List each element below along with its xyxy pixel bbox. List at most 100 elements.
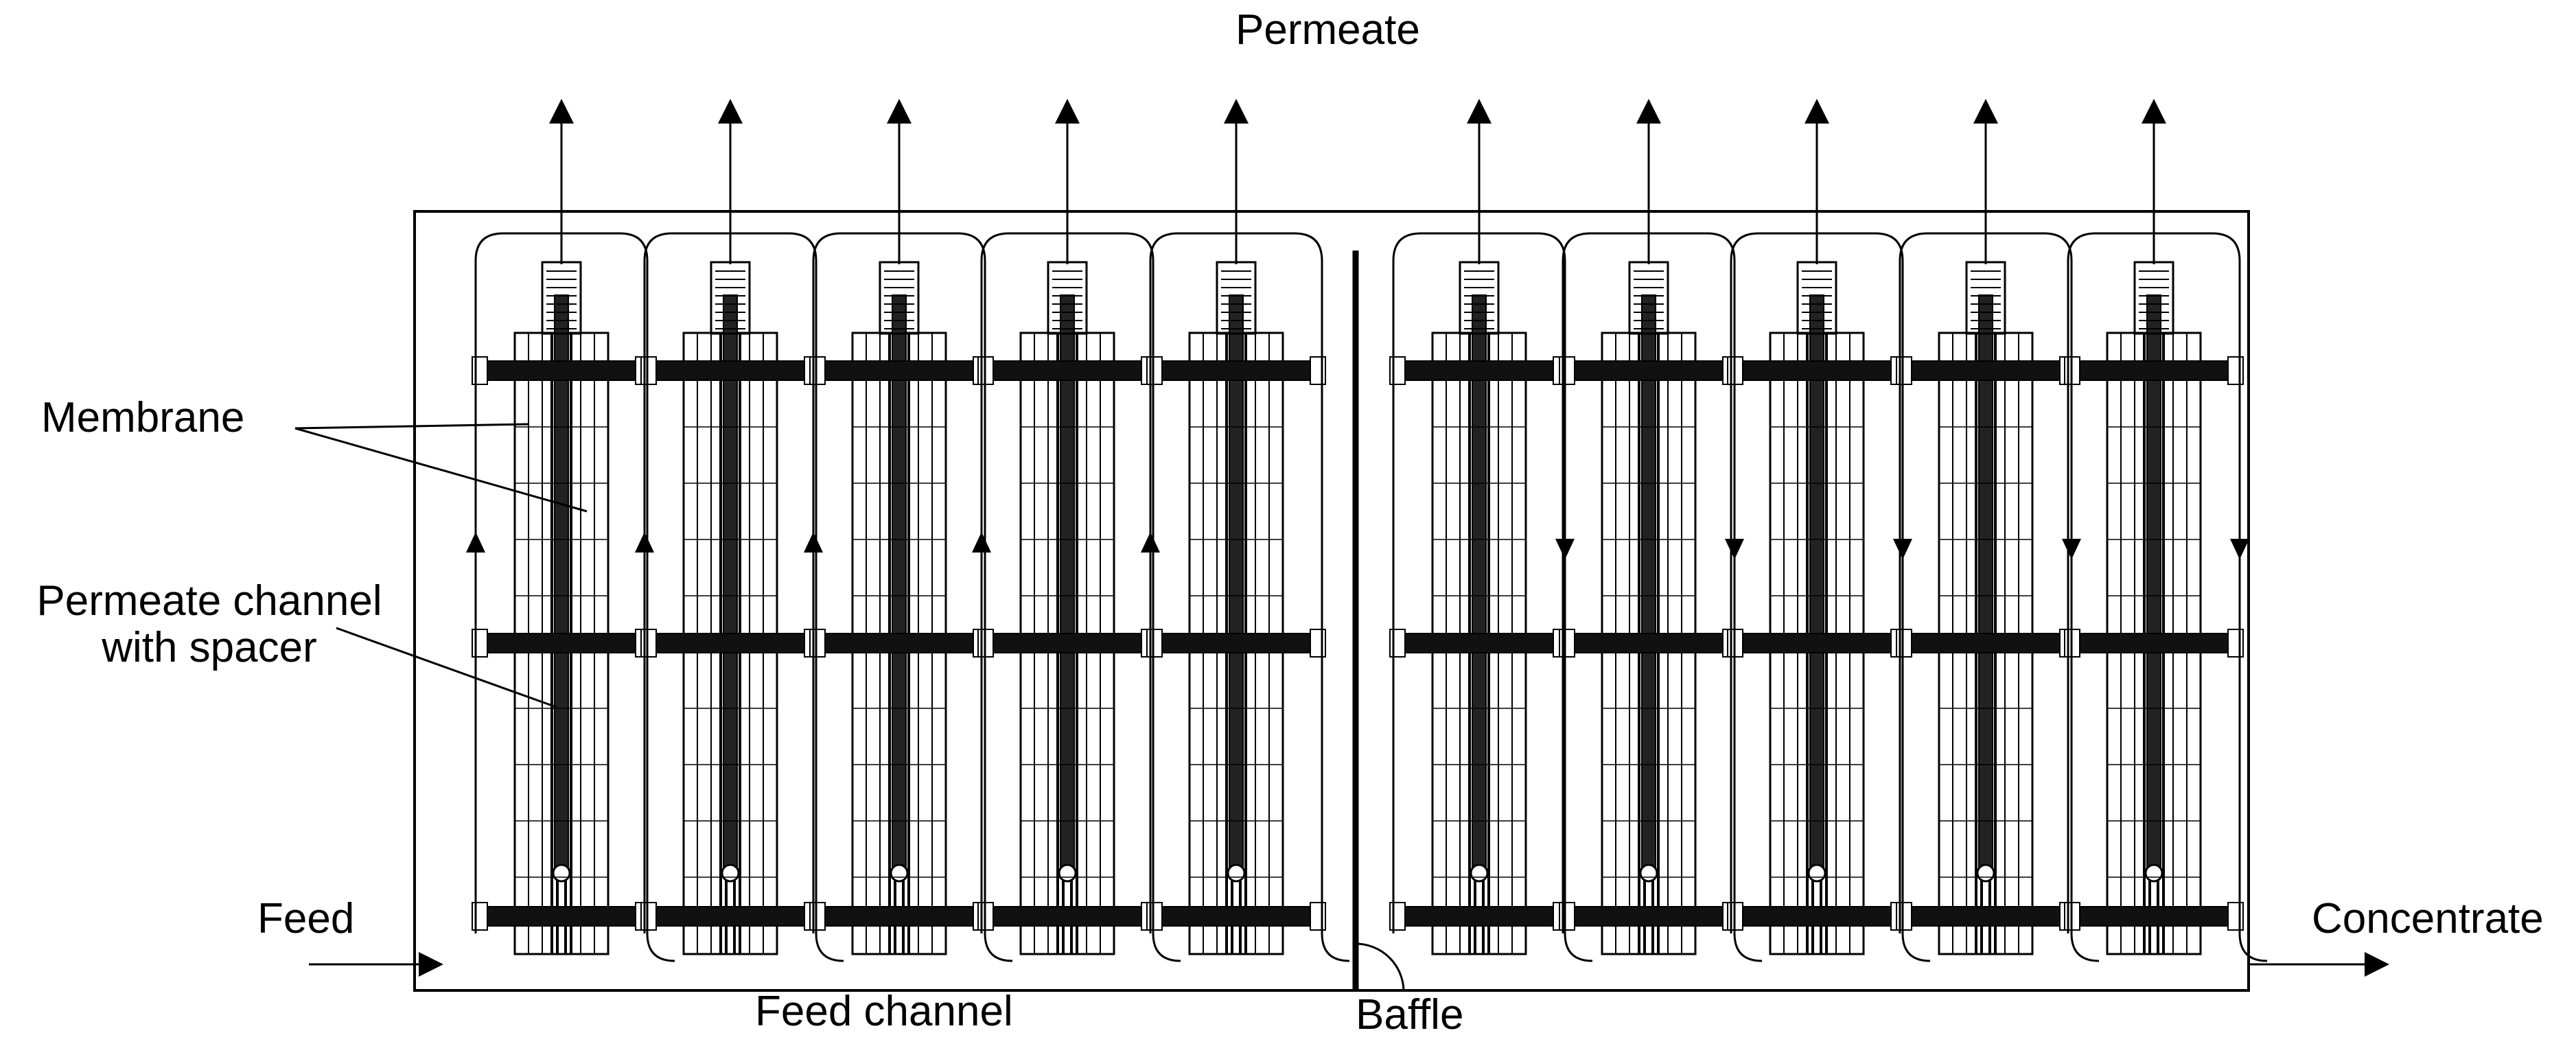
clamp-bolt bbox=[1559, 356, 1575, 385]
clamp-bolt bbox=[1146, 356, 1163, 385]
feed-flow-path bbox=[643, 232, 844, 962]
clamp-bar bbox=[1735, 360, 1899, 381]
feed-flow-path bbox=[474, 232, 675, 962]
clamp-bolt bbox=[1896, 902, 1912, 931]
membrane-label: Membrane bbox=[41, 394, 245, 441]
permeate-channel-label-line2: with spacer bbox=[102, 624, 317, 672]
permeate-channel-leader bbox=[336, 627, 557, 708]
membrane-module bbox=[2064, 99, 2244, 955]
membrane-end-cap bbox=[2144, 863, 2163, 883]
membrane-end-cap bbox=[721, 863, 740, 883]
clamp-bar bbox=[1904, 633, 2067, 653]
clamp-bar bbox=[1397, 633, 1561, 653]
membrane-core bbox=[2146, 294, 2161, 872]
clamp-bolt bbox=[809, 356, 826, 385]
baffle-corner-arc bbox=[1355, 942, 1405, 991]
feed-channel-label: Feed channel bbox=[755, 988, 1013, 1035]
membrane-module bbox=[1146, 99, 1326, 955]
clamp-bar bbox=[1567, 906, 1730, 927]
membrane-core bbox=[1060, 294, 1075, 872]
membrane-module bbox=[809, 99, 989, 955]
membrane-module bbox=[472, 99, 651, 955]
flow-down-arrow bbox=[1725, 539, 1744, 559]
membrane-end-cap bbox=[1639, 863, 1658, 883]
membrane-core bbox=[1641, 294, 1656, 872]
clamp-bar bbox=[480, 360, 643, 381]
feed-flow-path bbox=[812, 232, 1013, 962]
clamp-bar bbox=[986, 360, 1149, 381]
feed-flow-path bbox=[2067, 232, 2268, 962]
clamp-bolt bbox=[472, 356, 488, 385]
membrane-core bbox=[1472, 294, 1487, 872]
membrane-end-cap bbox=[1227, 863, 1246, 883]
concentrate-label: Concentrate bbox=[2312, 895, 2544, 942]
membrane-module bbox=[1389, 99, 1569, 955]
feed-flow-path bbox=[1899, 232, 2100, 962]
clamp-bar bbox=[1567, 360, 1730, 381]
flow-down-arrow bbox=[2062, 539, 2081, 559]
clamp-bar bbox=[986, 906, 1149, 927]
clamp-bolt bbox=[1896, 356, 1912, 385]
membrane-module bbox=[977, 99, 1157, 955]
clamp-bar bbox=[817, 360, 981, 381]
clamp-bar bbox=[649, 633, 812, 653]
flow-down-arrow bbox=[1555, 539, 1575, 559]
feed-flow-path bbox=[1730, 232, 1931, 962]
membrane-end-cap bbox=[1470, 863, 1489, 883]
baffle-label: Baffle bbox=[1356, 991, 1464, 1038]
clamp-bar bbox=[649, 906, 812, 927]
clamp-bolt bbox=[2227, 356, 2244, 385]
permeate-label: Permeate bbox=[1235, 6, 1420, 54]
clamp-bar bbox=[1735, 633, 1899, 653]
membrane-end-cap bbox=[1976, 863, 1995, 883]
clamp-bar bbox=[480, 906, 643, 927]
clamp-bolt bbox=[640, 902, 657, 931]
clamp-bar bbox=[2072, 633, 2236, 653]
clamp-bar bbox=[817, 906, 981, 927]
clamp-bar bbox=[1904, 360, 2067, 381]
membrane-end-cap bbox=[552, 863, 571, 883]
clamp-bolt bbox=[1389, 356, 1406, 385]
membrane-core bbox=[554, 294, 569, 872]
clamp-bolt bbox=[1310, 629, 1326, 658]
membrane-module bbox=[1896, 99, 2076, 955]
flow-down-arrow bbox=[2230, 539, 2249, 559]
clamp-bolt bbox=[472, 902, 488, 931]
clamp-bolt bbox=[1559, 902, 1575, 931]
membrane-leader-2 bbox=[294, 427, 588, 513]
permeate-channel-label-line1: Permeate channel bbox=[36, 577, 382, 625]
flow-up-arrow bbox=[1141, 532, 1160, 553]
feed-label: Feed bbox=[257, 895, 355, 942]
membrane-core bbox=[892, 294, 907, 872]
feed-flow-path bbox=[1149, 232, 1350, 962]
clamp-bolt bbox=[640, 629, 657, 658]
feed-flow-path bbox=[1562, 232, 1763, 962]
clamp-bar bbox=[1397, 360, 1561, 381]
clamp-bar bbox=[2072, 360, 2236, 381]
membrane-module bbox=[1559, 99, 1739, 955]
permeate-channel-label: Permeate channel with spacer bbox=[14, 577, 405, 672]
membrane-module bbox=[1727, 99, 1907, 955]
flow-down-arrow bbox=[1893, 539, 1912, 559]
clamp-bolt bbox=[1310, 356, 1326, 385]
membrane-core bbox=[1229, 294, 1244, 872]
clamp-bolt bbox=[2227, 629, 2244, 658]
membrane-core bbox=[1978, 294, 1993, 872]
clamp-bolt bbox=[1310, 902, 1326, 931]
membrane-end-cap bbox=[890, 863, 909, 883]
clamp-bar bbox=[817, 633, 981, 653]
clamp-bar bbox=[1154, 633, 1318, 653]
membrane-leader-1 bbox=[294, 423, 529, 430]
clamp-bar bbox=[649, 360, 812, 381]
clamp-bolt bbox=[1559, 629, 1575, 658]
tank-outline bbox=[413, 210, 2250, 992]
membrane-end-cap bbox=[1807, 863, 1826, 883]
flow-up-arrow bbox=[466, 532, 485, 553]
membrane-core bbox=[1809, 294, 1824, 872]
clamp-bar bbox=[480, 633, 643, 653]
clamp-bolt bbox=[809, 902, 826, 931]
clamp-bar bbox=[986, 633, 1149, 653]
clamp-bar bbox=[1567, 633, 1730, 653]
